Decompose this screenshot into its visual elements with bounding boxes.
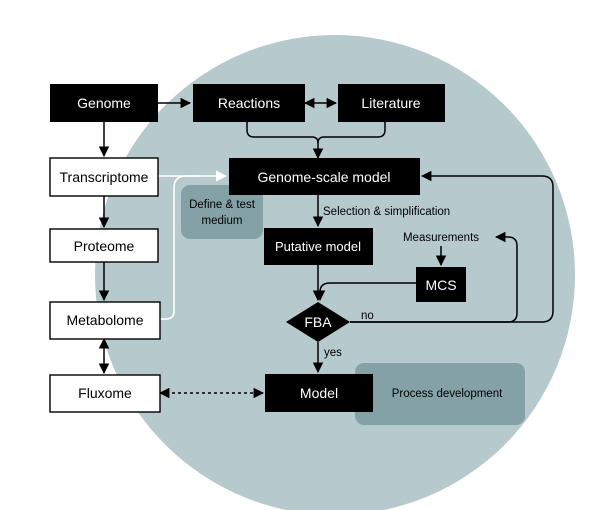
- literature-box: [338, 84, 445, 122]
- connectors: [98, 97, 554, 399]
- process-development-box: [355, 363, 525, 425]
- fba-diamond: [286, 302, 350, 342]
- edge-metabolome-gsm: [160, 175, 200, 320]
- reactions-label: Reactions: [218, 95, 280, 111]
- genome-scale-model-box: [229, 158, 420, 195]
- genome-scale-model-label: Genome-scale model: [257, 169, 390, 185]
- genome-label: Genome: [77, 95, 131, 111]
- background-circle: [95, 35, 575, 510]
- proteome-label: Proteome: [74, 238, 135, 254]
- no-label: no: [361, 310, 374, 322]
- define-test-medium-label-line2: medium: [202, 215, 243, 227]
- measurements-label: Measurements: [403, 232, 479, 244]
- define-test-medium-box: [181, 185, 263, 239]
- metabolome-label: Metabolome: [66, 312, 143, 328]
- yes-label: yes: [324, 347, 342, 359]
- proteome-box: [49, 228, 159, 263]
- process-development-label: Process development: [392, 388, 503, 400]
- selection-simplification-label: Selection & simplification: [323, 206, 450, 218]
- metabolome-box: [49, 301, 161, 340]
- edge-fba-gsm-loop: [350, 170, 554, 323]
- fluxome-box: [49, 374, 161, 413]
- putative-model-label: Putative model: [275, 239, 361, 254]
- mcs-label: MCS: [425, 277, 456, 293]
- literature-label: Literature: [361, 95, 420, 111]
- mcs-box: [416, 267, 466, 302]
- reactions-box: [193, 84, 305, 122]
- model-label: Model: [300, 385, 338, 401]
- genome-box: [50, 84, 158, 122]
- transcriptome-label: Transcriptome: [60, 169, 149, 185]
- fba-label: FBA: [304, 314, 332, 330]
- putative-model-box: [264, 228, 373, 265]
- transcriptome-box: [49, 157, 159, 197]
- edge-literature-merge: [317, 122, 386, 144]
- white-connectors: [158, 170, 228, 320]
- fluxome-label: Fluxome: [78, 385, 132, 401]
- edge-mcs-fba: [314, 282, 416, 302]
- model-box: [265, 374, 373, 412]
- define-test-medium-label-line1: Define & test: [189, 199, 256, 211]
